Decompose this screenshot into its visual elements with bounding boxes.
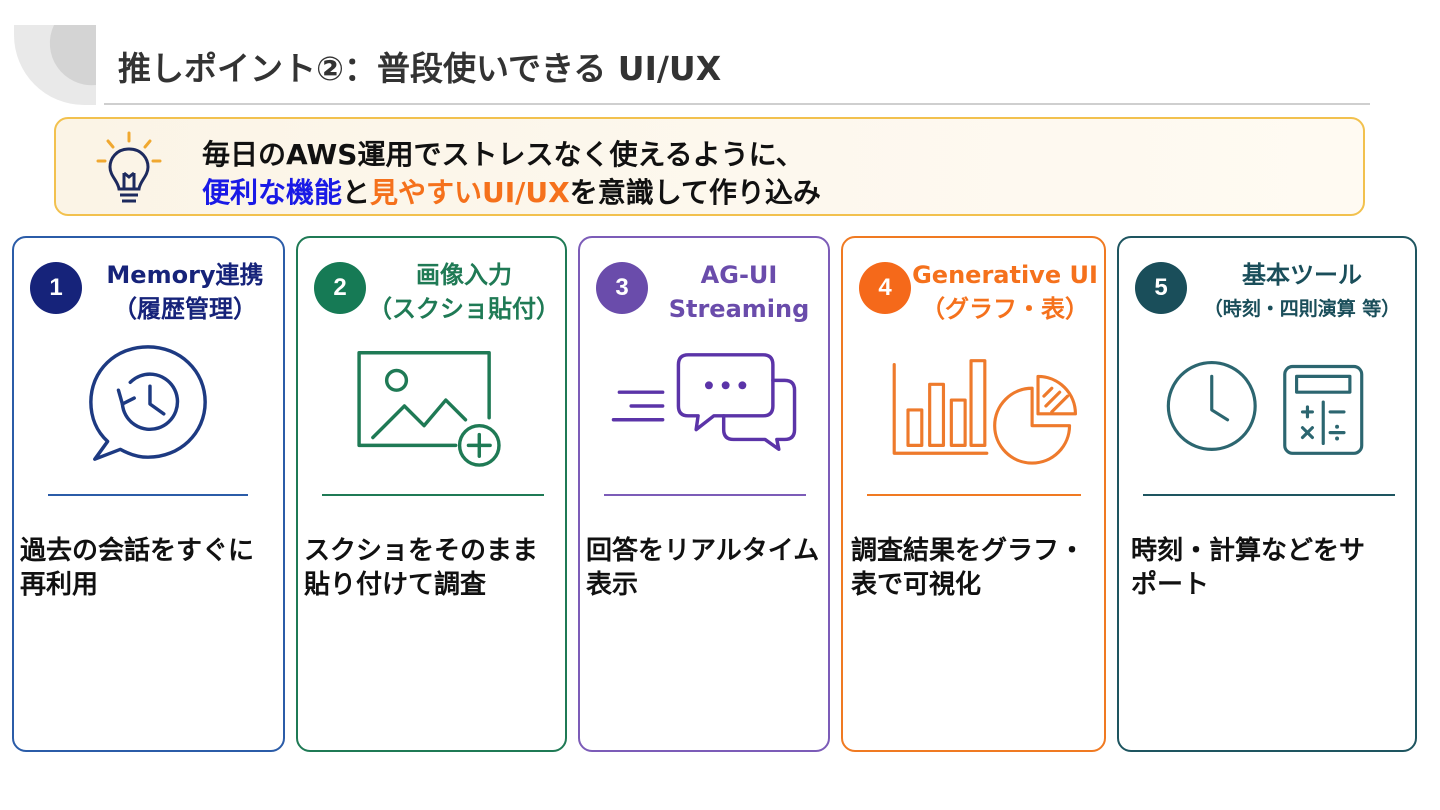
card-description: スクショをそのまま貼り付けて調査 xyxy=(304,536,539,600)
feature-card-basic-tools: 5 基本ツール （時刻・四則演算 等） 時刻・計算などをサポート xyxy=(1117,236,1417,752)
corner-decoration xyxy=(14,25,96,105)
card-divider xyxy=(1143,494,1395,496)
chart-icon xyxy=(892,359,1078,465)
banner-highlight-uiux: 見やすいUI/UX xyxy=(370,176,570,209)
card-divider xyxy=(867,494,1081,496)
lightbulb-icon xyxy=(96,131,162,203)
banner-text-rest: を意識して作り込み xyxy=(569,176,821,209)
card-title-line-2: （時刻・四則演算 等） xyxy=(1203,298,1401,320)
card-title-line-2: Streaming xyxy=(668,295,810,323)
banner-text-and: と xyxy=(342,176,371,209)
clock-calculator-icon xyxy=(1166,360,1364,455)
card-number-badge: 5 xyxy=(1135,262,1187,314)
card-title: Memory連携 （履歴管理） xyxy=(90,258,280,326)
card-title-line-2: （グラフ・表） xyxy=(921,295,1089,323)
card-divider xyxy=(604,494,806,496)
highlight-banner: 毎日のAWS運用でストレスなく使えるように、 便利な機能と見やすいUI/UXを意… xyxy=(54,117,1365,216)
banner-line-1: 毎日のAWS運用でストレスなく使えるように、 xyxy=(202,138,804,171)
card-title-line-1: 画像入力 xyxy=(416,261,512,289)
feature-card-generative-ui: 4 Generative UI （グラフ・表） 調査結果をグラフ・表で可視化 xyxy=(841,236,1106,752)
feature-card-image-input: 2 画像入力 （スクショ貼付） スクショをそのまま貼り付けて調査 xyxy=(296,236,567,752)
history-icon xyxy=(89,345,207,461)
card-number-badge: 4 xyxy=(859,262,911,314)
card-title-line-1: Generative UI xyxy=(912,261,1098,289)
card-description: 調査結果をグラフ・表で可視化 xyxy=(851,536,1086,600)
card-number-badge: 1 xyxy=(30,262,82,314)
banner-line-2: 便利な機能と見やすいUI/UXを意識して作り込み xyxy=(202,171,821,211)
page-title: 推しポイント②：普段使いできる UI/UX xyxy=(118,49,722,88)
image-add-icon xyxy=(357,351,501,467)
card-title-line-2: （履歴管理） xyxy=(113,295,257,323)
card-number-badge: 2 xyxy=(314,262,366,314)
card-description: 過去の会話をすぐに再利用 xyxy=(20,536,255,600)
feature-card-memory: 1 Memory連携 （履歴管理） 過去の会話をすぐに再利用 xyxy=(12,236,285,752)
card-title-line-1: AG-UI xyxy=(700,261,778,289)
card-title: AG-UI Streaming xyxy=(654,258,824,326)
card-title-line-1: Memory連携 xyxy=(106,261,264,289)
title-divider xyxy=(104,103,1370,105)
card-title: Generative UI （グラフ・表） xyxy=(907,258,1103,326)
card-divider xyxy=(322,494,544,496)
card-number-badge: 3 xyxy=(596,262,648,314)
chat-stream-icon xyxy=(611,353,797,451)
card-description: 回答をリアルタイム表示 xyxy=(586,536,820,600)
card-title-line-2: （スクショ貼付） xyxy=(368,295,560,323)
card-title-line-1: 基本ツール xyxy=(1242,261,1362,289)
feature-card-streaming: 3 AG-UI Streaming 回答をリアルタイム表示 xyxy=(578,236,830,752)
card-description: 時刻・計算などをサポート xyxy=(1131,536,1366,600)
banner-highlight-features: 便利な機能 xyxy=(202,176,343,209)
card-title: 基本ツール （時刻・四則演算 等） xyxy=(1189,258,1415,326)
card-divider xyxy=(48,494,248,496)
card-title: 画像入力 （スクショ貼付） xyxy=(364,258,564,326)
